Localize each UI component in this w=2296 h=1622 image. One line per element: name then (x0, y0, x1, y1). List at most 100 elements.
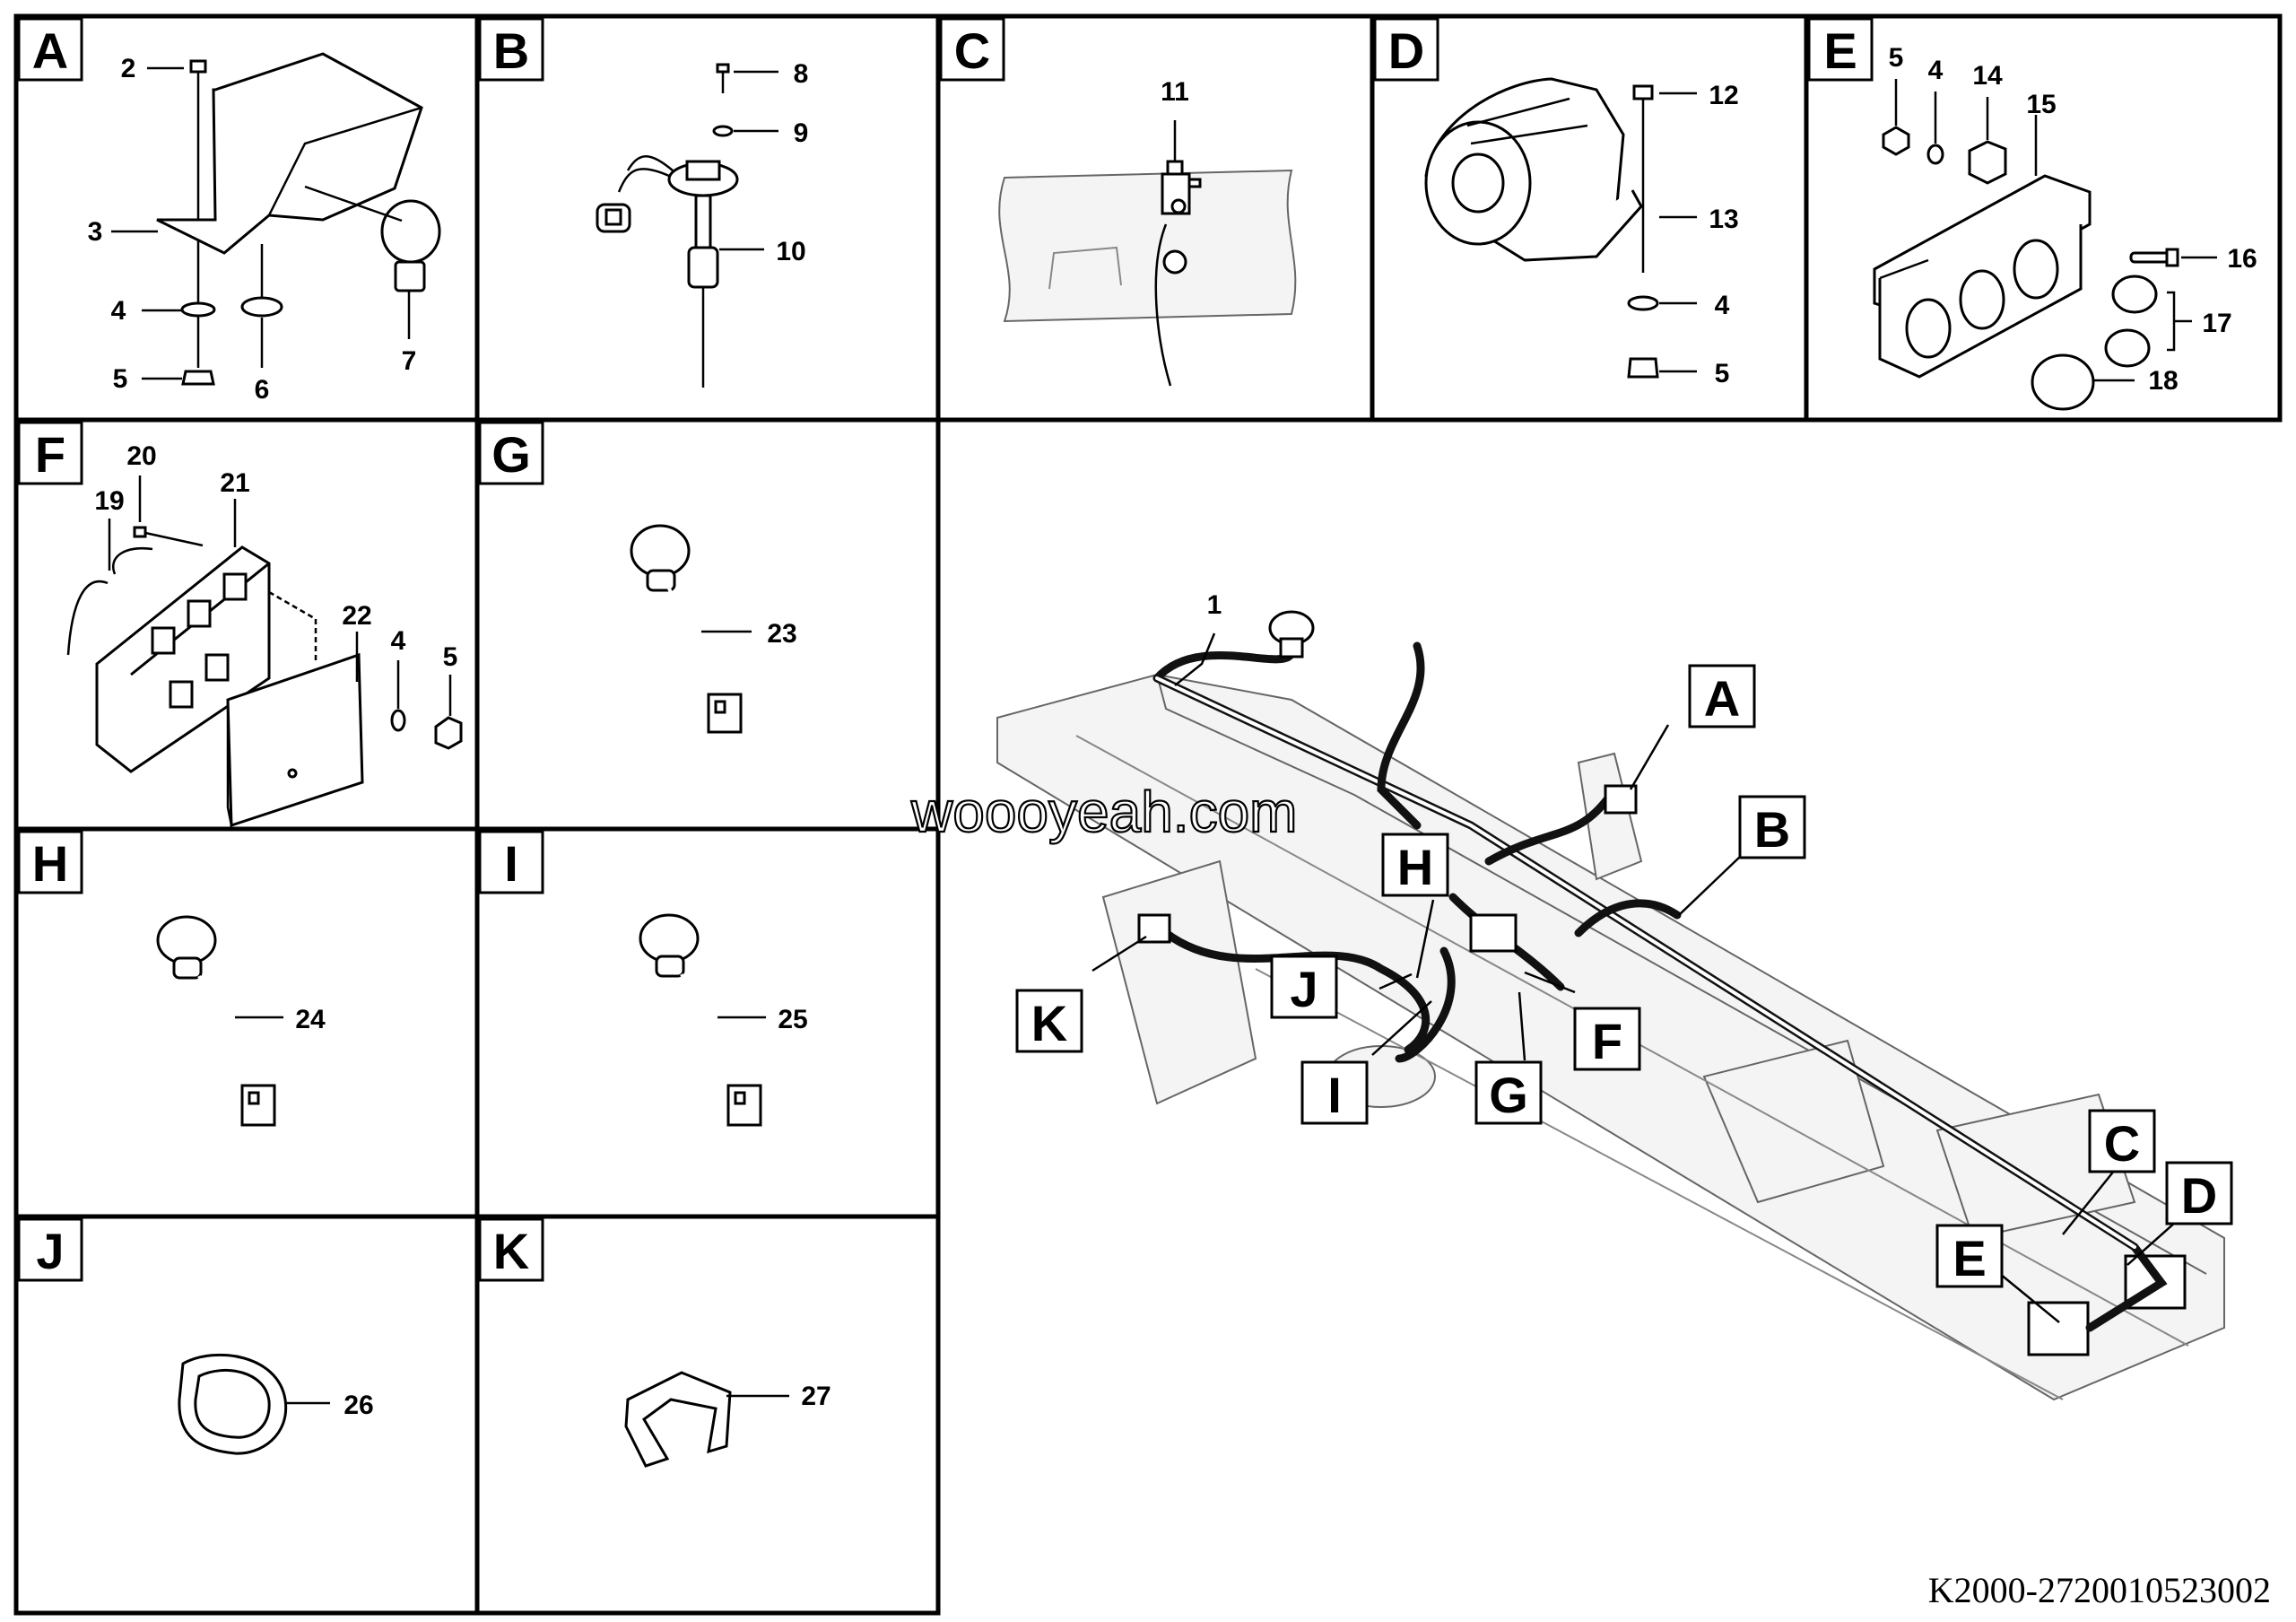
part-label-22: 22 (342, 601, 371, 631)
part-label-6: 6 (255, 375, 270, 405)
svg-text:K: K (1031, 995, 1067, 1051)
part-label-12: 12 (1709, 81, 1738, 110)
callout-e: E (1935, 1224, 2004, 1288)
svg-text:G: G (491, 426, 531, 483)
part-label-5: 5 (1889, 43, 1904, 73)
svg-text:D: D (1388, 22, 1424, 79)
part-label-4: 4 (111, 296, 126, 326)
part-label-27: 27 (801, 1382, 831, 1411)
part-label-2: 2 (121, 54, 136, 83)
svg-text:B: B (493, 22, 529, 79)
part-label-19: 19 (94, 486, 124, 516)
svg-text:H: H (32, 835, 68, 892)
panel-b: 8 9 10 (596, 59, 809, 388)
nut-drawing (1627, 357, 1659, 379)
panel-k: 27 (624, 1371, 831, 1468)
harness-label: 1 (1207, 590, 1222, 620)
nut-drawing (181, 370, 215, 386)
part-label-5: 5 (1715, 359, 1730, 388)
part-label-16: 16 (2227, 244, 2257, 274)
part-label-15: 15 (2026, 90, 2056, 119)
panel-d: 12 13 4 5 (1424, 77, 1739, 388)
callout-k: K (1015, 989, 1083, 1053)
screw-drawing (133, 526, 204, 547)
svg-text:J: J (1290, 961, 1318, 1017)
nut-drawing (434, 716, 463, 750)
callout-i: I (1300, 1060, 1369, 1125)
part-label-13: 13 (1709, 205, 1738, 234)
panel-f-letter: F (17, 421, 83, 485)
washer-drawing (712, 125, 734, 137)
bolt-drawing (1632, 84, 1654, 273)
callout-h: H (1381, 833, 1449, 897)
part-label-18: 18 (2148, 366, 2178, 396)
svg-text:A: A (1704, 670, 1740, 727)
panel-frames (13, 13, 2283, 1616)
spacer-drawing (1968, 140, 2007, 185)
fuse-box-drawing (66, 545, 317, 773)
washer-drawing (180, 301, 216, 318)
sensor-drawing (156, 915, 276, 1127)
panel-j-letter: J (17, 1217, 83, 1282)
panel-a-letter: A (17, 17, 83, 82)
panel-e: 5 4 14 15 16 17 18 (1873, 43, 2257, 411)
panel-c: 11 (998, 77, 1297, 387)
panel-g-letter: G (478, 421, 544, 485)
svg-text:K: K (493, 1223, 529, 1279)
part-label-26: 26 (344, 1391, 373, 1420)
washer-drawing (1627, 295, 1659, 311)
part-label-25: 25 (778, 1005, 807, 1034)
light-drawing (380, 199, 441, 292)
watermark-text: woooyeah.com (910, 780, 1297, 844)
part-label-5: 5 (113, 364, 128, 394)
part-label-24: 24 (295, 1005, 326, 1034)
washer-drawing (390, 709, 406, 732)
svg-text:E: E (1823, 22, 1857, 79)
panel-letter-boxes: A B C D E F G H I J K (17, 17, 1874, 1282)
svg-text:H: H (1397, 839, 1433, 895)
part-label-21: 21 (220, 468, 249, 498)
part-label-4: 4 (1715, 291, 1730, 320)
svg-text:C: C (2104, 1115, 2140, 1172)
lamp-bracket-drawing (1873, 174, 2092, 379)
callout-g: G (1474, 1060, 1543, 1125)
panel-e-letter: E (1807, 17, 1874, 82)
fuse-cover-drawing (226, 652, 364, 828)
callout-d: D (2165, 1161, 2233, 1225)
panel-h-letter: H (17, 830, 83, 894)
sensor-drawing (1268, 610, 1315, 658)
callout-j: J (1270, 955, 1338, 1019)
part-label-9: 9 (794, 118, 809, 148)
callout-c: C (2088, 1109, 2156, 1173)
panel-c-letter: C (939, 17, 1005, 82)
part-label-11: 11 (1161, 77, 1189, 107)
svg-text:D: D (2181, 1167, 2217, 1224)
svg-text:1: 1 (1207, 590, 1222, 620)
part-label-5: 5 (443, 642, 458, 672)
sensor-drawing (630, 524, 743, 734)
switch-drawing (1154, 120, 1202, 387)
sensor-drawing (639, 913, 762, 1127)
svg-text:F: F (1592, 1013, 1622, 1069)
part-label-20: 20 (126, 441, 156, 471)
panel-i-letter: I (478, 830, 544, 894)
callout-a: A (1688, 664, 1756, 728)
panel-k-letter: K (478, 1217, 544, 1282)
part-label-14: 14 (1972, 61, 2003, 91)
overview: 1 A B C D E F G H I J K (996, 590, 2233, 1401)
grommet-drawing (240, 296, 283, 318)
panel-a: 2 3 4 5 6 7 (88, 52, 441, 405)
svg-text:F: F (35, 426, 65, 483)
part-label-7: 7 (402, 346, 417, 376)
panel-j: 26 (178, 1353, 374, 1455)
bolt-drawing (189, 59, 207, 368)
plug-drawing (2111, 275, 2158, 314)
svg-text:B: B (1754, 801, 1790, 858)
horn-drawing (1424, 77, 1643, 262)
plug-drawing (2104, 328, 2151, 368)
panel-i: 25 (639, 913, 808, 1127)
svg-text:C: C (954, 22, 990, 79)
part-label-23: 23 (767, 619, 796, 649)
svg-text:E: E (1952, 1230, 1986, 1286)
